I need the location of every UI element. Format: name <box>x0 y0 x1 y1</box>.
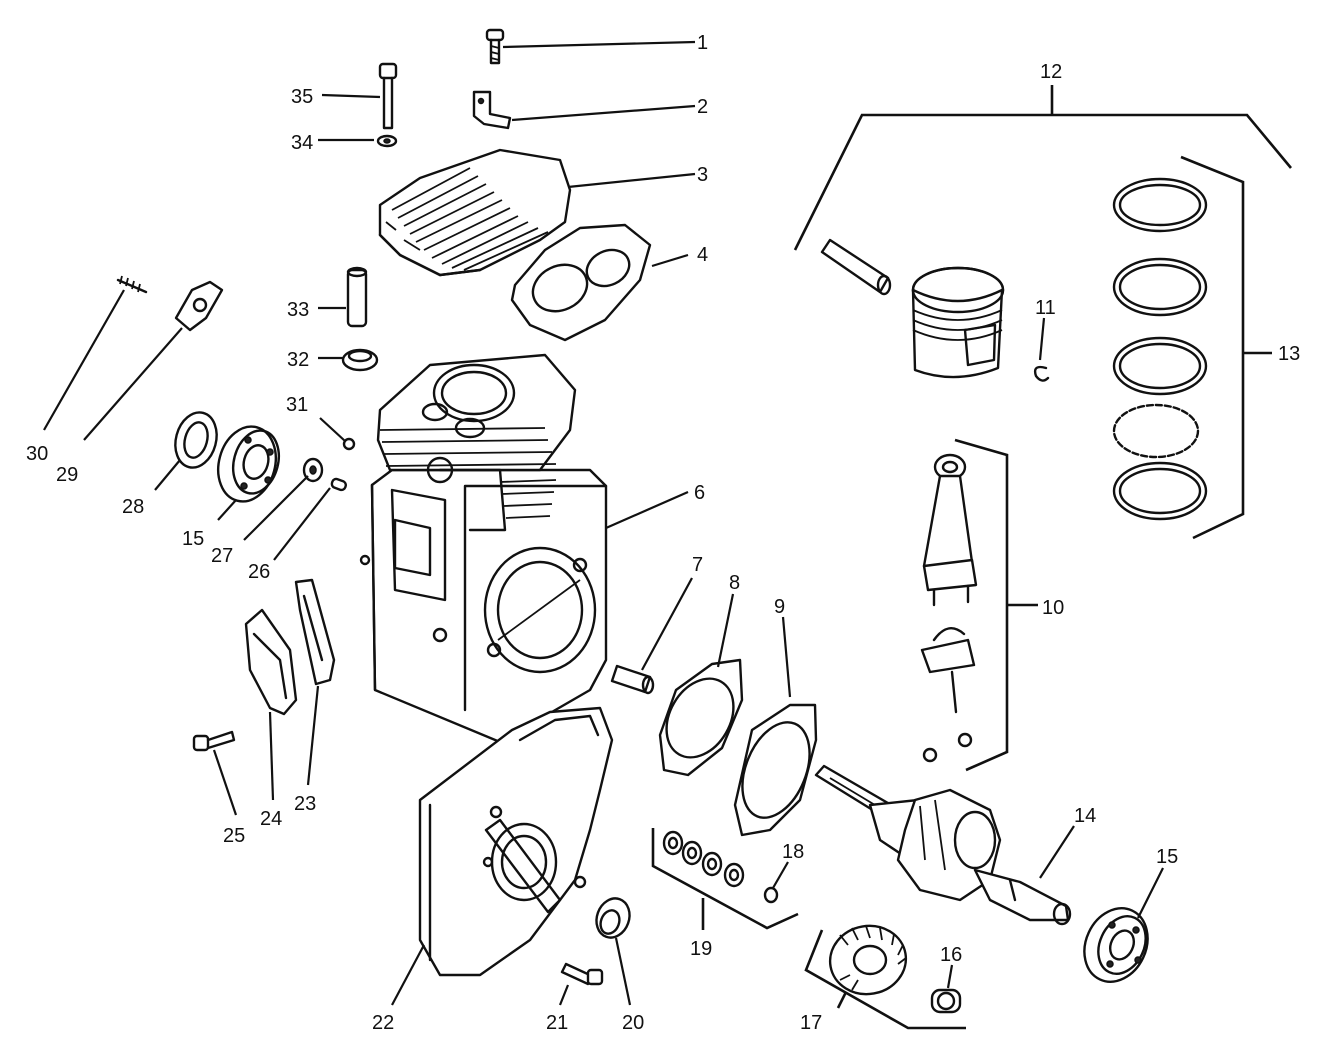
part-9-gasket <box>733 703 818 837</box>
part-11-clip <box>1033 365 1050 382</box>
part-35-head-bolt <box>378 62 398 130</box>
callout-4: 4 <box>697 244 708 266</box>
leader-lines <box>43 40 1164 1006</box>
part-21-screw <box>560 962 604 986</box>
part-26-pin <box>330 477 348 492</box>
part-28-oil-seal <box>174 411 218 469</box>
part-33-dowel <box>346 266 368 328</box>
part-15-bearing-right <box>1083 907 1149 983</box>
callout-17: 17 <box>800 1012 822 1034</box>
part-12-piston <box>911 266 1005 379</box>
part-14-crankshaft <box>814 764 1072 926</box>
callout-23: 23 <box>294 793 316 815</box>
callout-labels: 1 2 3 4 6 7 8 9 10 11 12 13 14 15 15 16 … <box>26 32 1300 1034</box>
callout-33: 33 <box>287 299 309 321</box>
callout-18: 18 <box>782 841 804 863</box>
callout-27: 27 <box>211 545 233 567</box>
part-27-washer <box>302 457 324 483</box>
callout-6: 6 <box>694 482 705 504</box>
bracket-12 <box>793 85 1293 251</box>
part-25-screw <box>192 730 236 752</box>
part-18-ring <box>763 886 779 904</box>
bracket-17 <box>804 929 966 1030</box>
part-32-seal <box>341 348 379 372</box>
callout-14: 14 <box>1074 805 1096 827</box>
callout-29: 29 <box>56 464 78 486</box>
part-1-screw <box>485 28 505 65</box>
part-2-bracket <box>472 90 512 130</box>
callout-24: 24 <box>260 808 282 830</box>
part-12-piston-pin <box>820 238 892 296</box>
part-19-shims <box>662 830 745 888</box>
callout-10: 10 <box>1042 597 1064 619</box>
bracket-19 <box>651 828 799 930</box>
part-23-gasket <box>294 578 336 686</box>
callout-19: 19 <box>690 938 712 960</box>
callout-2: 2 <box>697 96 708 118</box>
callout-15-left: 15 <box>182 528 204 550</box>
callout-12: 12 <box>1040 61 1062 83</box>
part-17-gear <box>828 924 908 996</box>
callout-26: 26 <box>248 561 270 583</box>
part-31-plug <box>342 437 356 451</box>
callout-7: 7 <box>692 554 703 576</box>
callout-3: 3 <box>697 164 708 186</box>
callout-22: 22 <box>372 1012 394 1034</box>
callout-34: 34 <box>291 132 313 154</box>
callout-11: 11 <box>1035 297 1056 319</box>
callout-32: 32 <box>287 349 309 371</box>
callout-1: 1 <box>697 32 708 54</box>
callout-15-right: 15 <box>1156 846 1178 868</box>
callout-31: 31 <box>286 394 308 416</box>
callout-30: 30 <box>26 443 48 465</box>
part-34-washer <box>376 134 398 148</box>
part-15-bearing-left <box>217 425 281 503</box>
part-7-pin <box>610 664 655 695</box>
part-16-bushing <box>930 988 962 1014</box>
part-30-stud <box>116 275 148 294</box>
callout-25: 25 <box>223 825 245 847</box>
part-24-cover-plate <box>244 608 298 716</box>
bracket-13 <box>1180 155 1272 540</box>
part-20-oil-seal <box>595 897 631 939</box>
callout-21: 21 <box>546 1012 568 1034</box>
callout-20: 20 <box>622 1012 644 1034</box>
part-22-closure-plate <box>418 706 614 977</box>
callout-28: 28 <box>122 496 144 518</box>
callout-35: 35 <box>291 86 313 108</box>
part-29-gasket <box>174 280 224 332</box>
part-3-cylinder-head <box>378 148 572 277</box>
callout-16: 16 <box>940 944 962 966</box>
part-6-cylinder-block <box>359 353 608 744</box>
part-13-piston-rings <box>1112 177 1208 521</box>
callout-8: 8 <box>729 572 740 594</box>
bracket-10 <box>954 438 1038 772</box>
callout-9: 9 <box>774 596 785 618</box>
part-8-gasket <box>658 658 744 777</box>
part-4-head-gasket <box>510 223 652 342</box>
callout-13: 13 <box>1278 343 1300 365</box>
part-10-connecting-rod <box>920 453 978 763</box>
